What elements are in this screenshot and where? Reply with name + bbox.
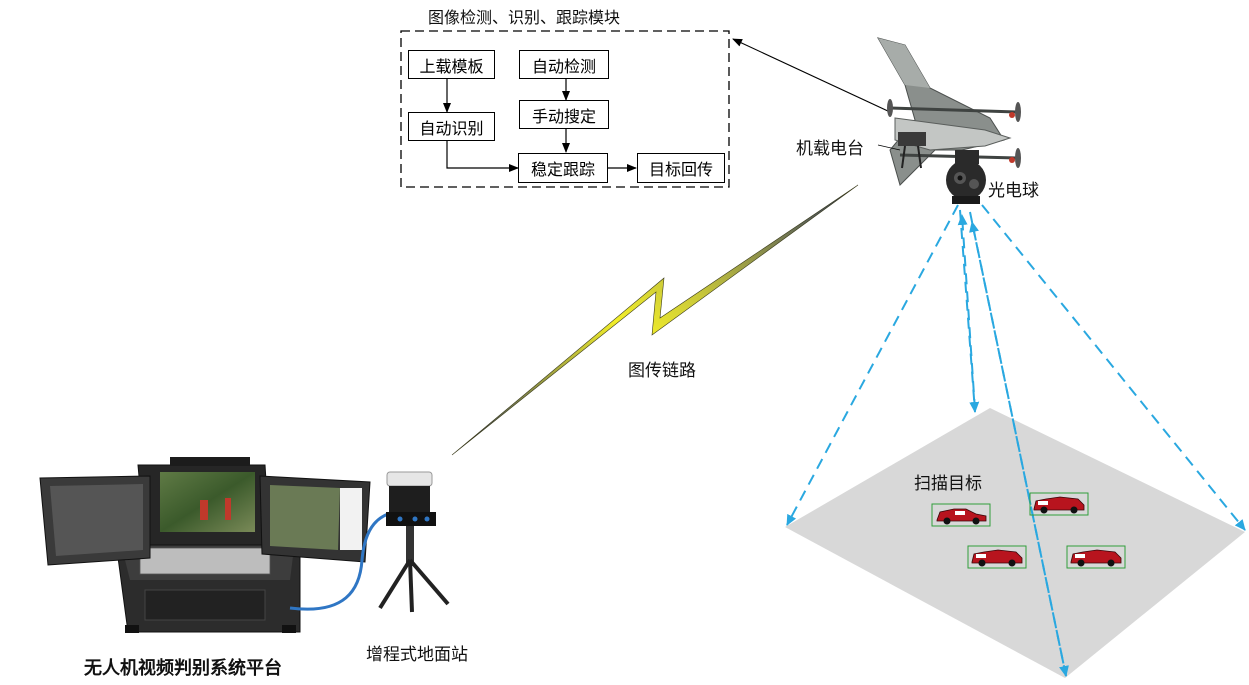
beam-center-return xyxy=(957,214,976,411)
beam-bottom-return xyxy=(969,221,1067,677)
drone-icon xyxy=(876,37,1021,186)
step-auto-recognize: 自动识别 xyxy=(408,112,495,141)
drone-to-module-arrow xyxy=(732,38,891,113)
step-upload-template: 上载模板 xyxy=(408,50,495,79)
ground-plane xyxy=(785,408,1245,678)
step-manual-search: 手动搜定 xyxy=(519,100,609,129)
optoelectronic-ball-label: 光电球 xyxy=(988,181,1039,201)
car-4 xyxy=(1066,545,1126,569)
tripod-ground-station-icon xyxy=(378,471,450,613)
platform-label: 无人机视频判别系统平台 xyxy=(84,658,282,679)
module-boundary xyxy=(400,30,730,188)
car-1 xyxy=(931,503,991,527)
scan-target-label: 扫描目标 xyxy=(914,474,982,494)
ground-station-label: 增程式地面站 xyxy=(366,645,468,665)
cable-icon xyxy=(289,510,396,611)
rugged-laptop-case-icon xyxy=(39,457,371,633)
beam-right xyxy=(981,204,1246,531)
car-3 xyxy=(967,545,1027,569)
image-link-label: 图传链路 xyxy=(628,361,696,381)
module-title: 图像检测、识别、跟踪模块 xyxy=(428,8,621,27)
gimbal-label-pointer xyxy=(877,144,901,151)
step-stable-track: 稳定跟踪 xyxy=(518,153,608,183)
beam-center xyxy=(959,209,980,413)
airborne-gimbal-label: 机载电台 xyxy=(796,139,864,159)
image-link-bolt xyxy=(451,184,859,456)
flow-arrow-recognize-to-track xyxy=(446,141,519,172)
step-target-return: 目标回传 xyxy=(637,153,725,183)
gimbal-camera-icon xyxy=(946,150,986,204)
car-2 xyxy=(1029,492,1089,516)
step-auto-detect: 自动检测 xyxy=(519,50,609,79)
beam-left xyxy=(786,204,959,526)
